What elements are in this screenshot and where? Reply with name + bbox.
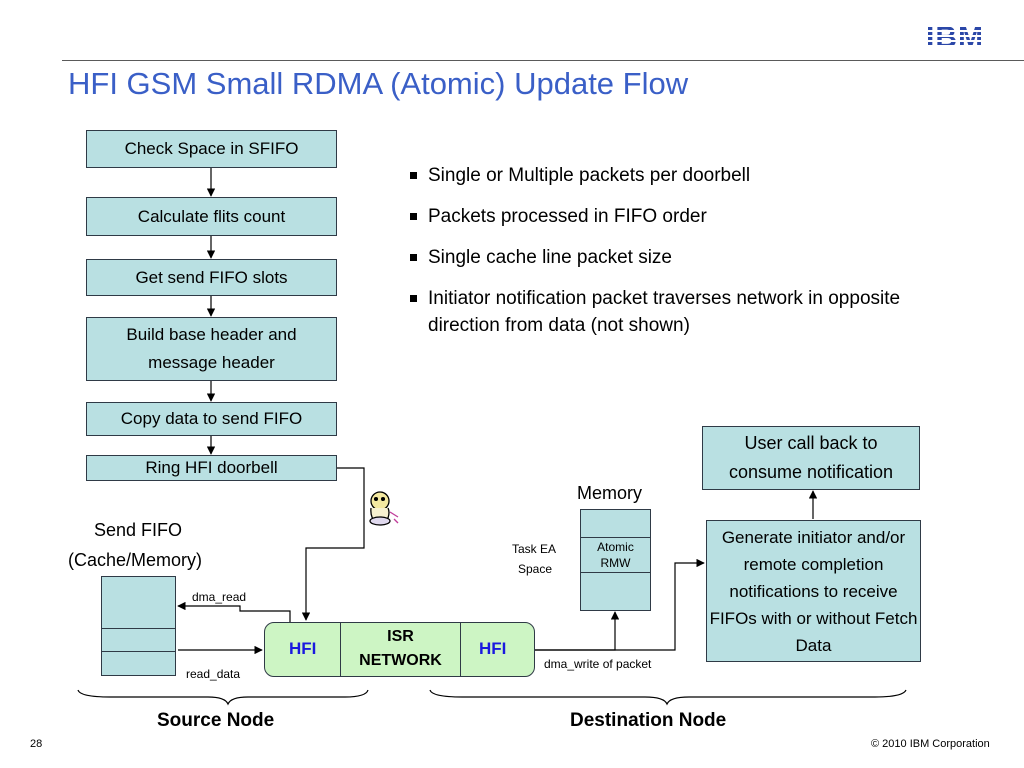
arrow-to-generate [535, 558, 705, 651]
bullet-square-icon [410, 213, 417, 220]
flow-step-label: Check Space in SFIFO [124, 139, 299, 158]
bullet-square-icon [410, 172, 417, 179]
bullet-text: Single cache line packet size [428, 247, 672, 268]
bullet-list: Single or Multiple packets per doorbell … [410, 162, 930, 353]
slide-title: HFI GSM Small RDMA (Atomic) Update Flow [68, 66, 689, 101]
read-data-label: read_data [186, 667, 241, 681]
source-node-brace [77, 689, 369, 706]
fifo-divider [102, 651, 175, 652]
generate-notifications-text: Generate initiator and/or remote complet… [709, 527, 918, 655]
flow-step-label: Copy data to send FIFO [120, 409, 303, 428]
copyright-text: © 2010 IBM Corporation [871, 738, 990, 750]
dma-read-label: dma_read [192, 590, 247, 604]
flow-step-build-header: Build base header and message header [86, 317, 337, 381]
flow-step-copy-data: Copy data to send FIFO [86, 402, 337, 436]
memory-divider [581, 537, 650, 538]
bullet-text: Packets processed in FIFO order [428, 206, 707, 227]
arrow-dma-read [177, 601, 291, 622]
generate-notifications-box: Generate initiator and/or remote complet… [706, 520, 921, 662]
bullet-square-icon [410, 254, 417, 261]
bullet-item: Single or Multiple packets per doorbell [410, 162, 930, 189]
send-fifo-label: Send FIFO [94, 520, 183, 540]
network-divider [340, 623, 341, 676]
hfi-left-label: HFI [289, 639, 317, 658]
flow-step-label: Get send FIFO slots [135, 267, 288, 287]
send-fifo-stack [101, 576, 176, 676]
task-ea-label: Task EA [512, 542, 557, 556]
memory-block: Atomic RMW [580, 509, 651, 611]
bullet-text: Initiator notification packet traverses … [428, 288, 901, 336]
isr-network-label: ISR NETWORK [341, 625, 460, 673]
flow-step-get-slots: Get send FIFO slots [86, 259, 337, 296]
bullet-text: Single or Multiple packets per doorbell [428, 165, 751, 186]
header-divider [62, 60, 1024, 61]
hfi-right-label: HFI [479, 639, 507, 658]
rmw-label: RMW [600, 556, 631, 570]
destination-node-brace [429, 689, 907, 706]
arrow-to-memory [535, 611, 620, 651]
isr-network-block: HFI ISR NETWORK HFI [264, 622, 535, 677]
flow-step-label: Calculate flits count [137, 206, 286, 226]
user-callback-box: User call back to consume notification [702, 426, 920, 490]
memory-label: Memory [577, 483, 643, 503]
doorbell-icon [369, 491, 399, 526]
memory-divider [581, 572, 650, 573]
dma-write-label: dma_write of packet [544, 657, 652, 671]
user-callback-text: User call back to consume notification [728, 433, 894, 482]
task-ea-space-label: Space [518, 562, 553, 576]
flow-step-label: Build base header and message header [126, 325, 297, 372]
isr-label: ISR [387, 628, 414, 645]
send-fifo-sublabel: (Cache/Memory) [68, 550, 203, 570]
atomic-rmw-label: Atomic RMW [581, 539, 650, 571]
page-number: 28 [30, 738, 43, 750]
atomic-label: Atomic [597, 540, 634, 554]
bullet-item: Packets processed in FIFO order [410, 203, 930, 230]
network-divider [460, 623, 461, 676]
destination-node-label: Destination Node [570, 710, 727, 731]
flow-step-check-space: Check Space in SFIFO [86, 130, 337, 168]
flow-step-calculate-flits: Calculate flits count [86, 197, 337, 236]
flow-step-ring-doorbell: Ring HFI doorbell [86, 455, 337, 481]
network-label: NETWORK [359, 652, 442, 669]
flow-step-label: Ring HFI doorbell [145, 458, 278, 477]
bullet-square-icon [410, 295, 417, 302]
bullet-item: Single cache line packet size [410, 244, 930, 271]
source-node-label: Source Node [157, 710, 275, 731]
ibm-logo: IBM [926, 21, 984, 54]
bullet-item: Initiator notification packet traverses … [410, 285, 930, 339]
arrow-doorbell-hfi [301, 467, 365, 621]
fifo-divider [102, 628, 175, 629]
